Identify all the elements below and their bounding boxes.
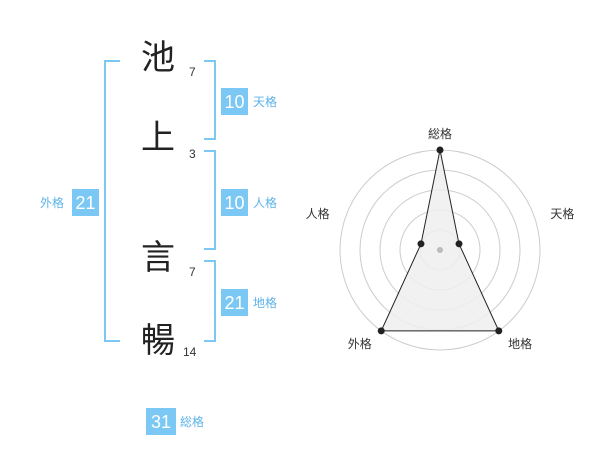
stroke-count-3: 7	[189, 265, 196, 279]
stroke-count-2: 3	[189, 147, 196, 161]
jinkaku-bracket	[204, 150, 216, 250]
chikaku-label: 地格	[253, 296, 278, 310]
chikaku-value-badge: 21	[221, 289, 248, 316]
radar-point-5	[417, 240, 425, 248]
stroke-count-4: 14	[183, 345, 197, 359]
soukaku-value-badge: 31	[146, 408, 176, 435]
soukaku-label: 総格	[180, 415, 205, 429]
jinkaku-value-badge: 10	[221, 189, 248, 216]
chikaku-bracket	[204, 260, 216, 342]
radar-axis-label-5: 人格	[306, 206, 330, 221]
stroke-count-1: 7	[189, 65, 196, 79]
gaikaku-bracket	[104, 60, 120, 342]
gaikaku-value-badge: 21	[72, 189, 99, 216]
radar-point-1	[436, 146, 444, 154]
kanji-char-4: 暢	[141, 321, 175, 361]
kanji-char-3: 言	[141, 238, 175, 278]
tenkaku-bracket	[204, 60, 216, 140]
kanji-char-1: 池	[141, 38, 175, 78]
gaikaku-label: 外格	[40, 196, 65, 210]
radar-polygon	[380, 149, 500, 332]
radar-point-4	[377, 327, 385, 335]
radar-center-dot	[437, 247, 443, 253]
tenkaku-label: 天格	[253, 95, 278, 109]
tenkaku-value-badge: 10	[221, 88, 248, 115]
radar-axis-label-2: 天格	[550, 206, 574, 221]
radar-axis-label-3: 地格	[508, 336, 532, 351]
radar-point-3	[495, 327, 503, 335]
kanji-char-2: 上	[141, 118, 175, 158]
radar-axis-label-1: 総格	[428, 126, 452, 141]
radar-axis-label-4: 外格	[348, 336, 372, 351]
jinkaku-label: 人格	[253, 196, 278, 210]
radar-point-2	[455, 240, 463, 248]
